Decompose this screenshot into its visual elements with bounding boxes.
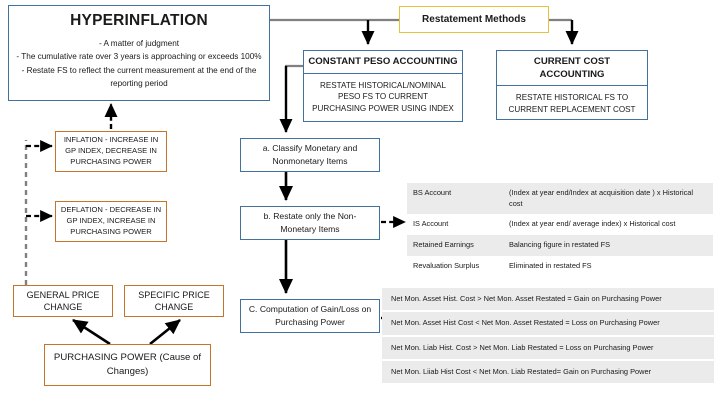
index-account-4: Revaluation Surplus xyxy=(413,260,480,270)
current-cost-body: RESTATE HISTORICAL FS TO CURRENT REPLACE… xyxy=(508,93,636,115)
index-formula-2: (Index at year end/ average index) x His… xyxy=(509,219,676,229)
gain-loss-formula-table: Net Mon. Asset Hist. Cost > Net Mon. Ass… xyxy=(382,288,714,384)
hyperinflation-bullet-2: - The cumulative rate over 3 years is ap… xyxy=(16,52,262,62)
hyperinflation-box: HYPERINFLATION - A matter of judgment - … xyxy=(8,5,270,101)
step-a-classify-box: a. Classify Monetary and Nonmonetary Ite… xyxy=(240,138,380,172)
specific-price-change-box: SPECIFIC PRICE CHANGE xyxy=(124,285,224,317)
current-cost-heading: CURRENT COST ACCOUNTING xyxy=(497,51,647,87)
index-account-2: IS Account xyxy=(413,219,449,229)
wire-purchasing-power-to-general xyxy=(72,318,111,346)
table-row: Revaluation Surplus Eliminated in restat… xyxy=(407,255,713,277)
index-formula-1: (Index at year end/Index at acquisition … xyxy=(509,188,694,208)
current-cost-accounting-box: CURRENT COST ACCOUNTING RESTATE HISTORIC… xyxy=(496,50,648,120)
index-formula-4: Eliminated in restated FS xyxy=(509,260,592,270)
step-c-computation-box: C. Computation of Gain/Loss on Purchasin… xyxy=(240,299,380,333)
table-row: BS Account (Index at year end/Index at a… xyxy=(407,183,713,215)
constant-peso-heading: CONSTANT PESO ACCOUNTING xyxy=(304,51,462,74)
general-price-change-box: GENERAL PRICE CHANGE xyxy=(13,285,113,317)
wire-purchasing-power-to-specific xyxy=(149,318,181,346)
hyperinflation-title: HYPERINFLATION xyxy=(70,12,208,29)
index-account-3: Retained Earnings xyxy=(413,240,474,250)
formula-row-3: Net Mon. Liab Hist. Cost > Net Mon. Liab… xyxy=(382,336,714,362)
table-row: Retained Earnings Balancing figure in re… xyxy=(407,235,713,256)
step-b-restate-box: b. Restate only the Non- Monetary Items xyxy=(240,206,380,240)
hyperinflation-bullet-1: - A matter of judgment xyxy=(98,39,180,48)
purchasing-power-box: PURCHASING POWER (Cause of Changes) xyxy=(44,344,211,386)
formula-row-4: Net Mon. Liiab Hist Cost < Net Mon. Liab… xyxy=(382,361,714,384)
index-formula-3: Balancing figure in restated FS xyxy=(509,240,611,250)
formula-row-1: Net Mon. Asset Hist. Cost > Net Mon. Ass… xyxy=(382,288,714,313)
index-account-1: BS Account xyxy=(413,188,452,197)
index-formula-table: BS Account (Index at year end/Index at a… xyxy=(407,183,713,277)
inflation-box: INFLATION - INCREASE IN GP INDEX, DECREA… xyxy=(55,131,167,172)
hyperinflation-bullets: - A matter of judgment - The cumulative … xyxy=(9,37,269,90)
restatement-methods-box: Restatement Methods xyxy=(399,6,549,33)
deflation-box: DEFLATION - DECREASE IN GP INDEX, INCREA… xyxy=(55,201,167,242)
restatement-methods-label: Restatement Methods xyxy=(422,14,526,25)
table-row: IS Account (Index at year end/ average i… xyxy=(407,214,713,236)
formula-row-2: Net Mon. Asset Hist Cost < Net Mon. Asse… xyxy=(382,312,714,337)
constant-peso-accounting-box: CONSTANT PESO ACCOUNTING RESTATE HISTORI… xyxy=(303,50,463,122)
hyperinflation-bullet-3: - Restate FS to reflect the current meas… xyxy=(21,65,257,88)
constant-peso-body: RESTATE HISTORICAL/NOMINAL PESO FS TO CU… xyxy=(312,80,454,114)
